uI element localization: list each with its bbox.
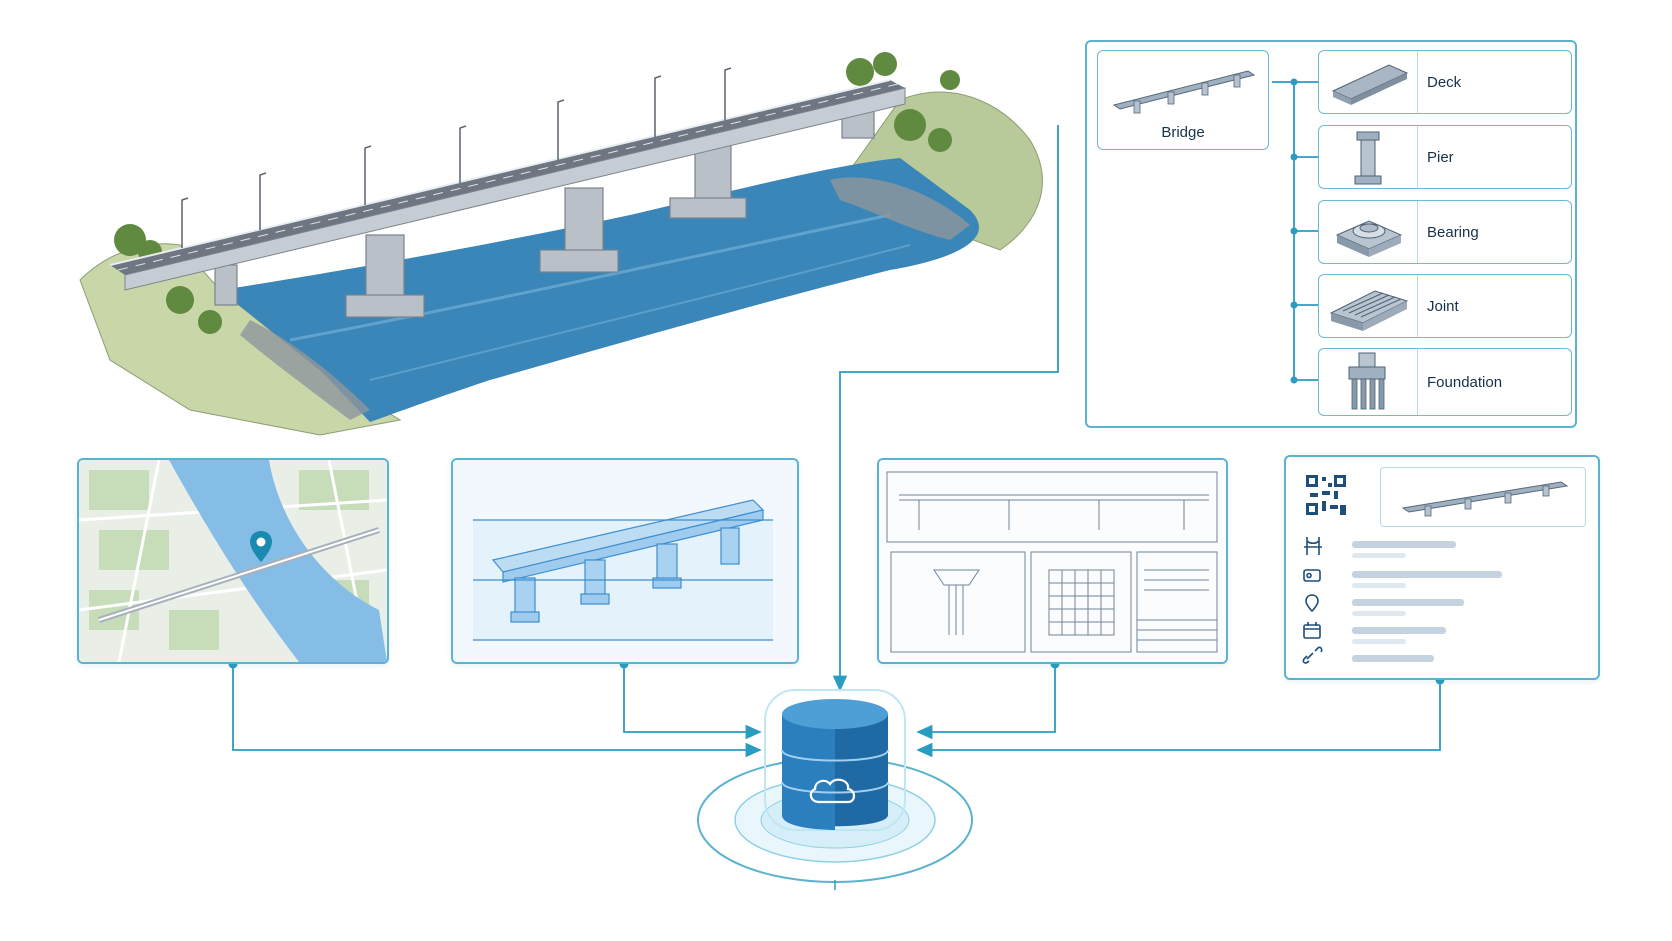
tree-node-deck[interactable]: Deck [1318, 50, 1572, 114]
model-3d-panel[interactable] [451, 458, 799, 664]
qr-code-icon [1306, 475, 1346, 515]
tree-node-label: Pier [1427, 148, 1454, 166]
tree-node-label: Bearing [1427, 223, 1479, 241]
deck-icon [1319, 51, 1418, 113]
asset-card-rows [1302, 537, 1502, 664]
tree-node-label: Foundation [1427, 373, 1503, 391]
tree-node-label: Deck [1427, 73, 1462, 91]
tree-node-label: Joint [1427, 297, 1459, 315]
blueprint-icon [879, 460, 1226, 662]
drawings-panel[interactable] [877, 458, 1228, 664]
tree-node-bearing[interactable]: Bearing [1318, 200, 1572, 264]
tree-root-bridge[interactable]: Bridge [1097, 50, 1269, 150]
asset-thumbnail [1380, 467, 1586, 527]
bridge-icon [1112, 70, 1256, 114]
tree-root-label: Bridge [1161, 124, 1205, 141]
tree-node-foundation[interactable]: Foundation [1318, 348, 1572, 416]
foundation-icon [1319, 349, 1418, 415]
database-icon [781, 699, 889, 830]
map-panel[interactable] [77, 458, 389, 664]
bearing-icon [1319, 201, 1418, 263]
tree-node-joint[interactable]: Joint [1318, 274, 1572, 338]
joint-icon [1319, 275, 1418, 337]
bridge-illustration [79, 52, 1043, 436]
pier-icon [1319, 126, 1418, 188]
cloud-icon [809, 778, 856, 804]
component-hierarchy-frame [1085, 40, 1577, 428]
tree-node-pier[interactable]: Pier [1318, 125, 1572, 189]
database-hub [697, 689, 973, 890]
location-pin-icon [250, 531, 272, 562]
asset-card-panel[interactable] [1284, 455, 1600, 680]
wireframe-bridge-icon [453, 460, 797, 662]
